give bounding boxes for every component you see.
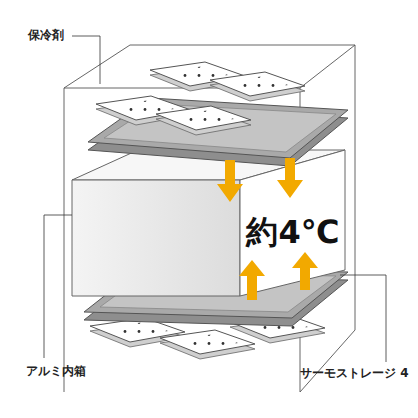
- up-arrows: [239, 252, 318, 300]
- temperature-face: 約4℃: [242, 206, 344, 258]
- part-label: 保冷剤: [28, 28, 64, 42]
- aluminium-inner-box: [72, 150, 345, 296]
- outer-box: [64, 45, 355, 392]
- temperature-label: 約4℃: [246, 216, 339, 248]
- part-label: アルミ内箱: [26, 364, 86, 378]
- part-label: サーモストレージ 4: [300, 366, 409, 380]
- down-arrows: [217, 158, 303, 202]
- leader-lines: [44, 36, 386, 362]
- top-ice-packs: [96, 62, 305, 135]
